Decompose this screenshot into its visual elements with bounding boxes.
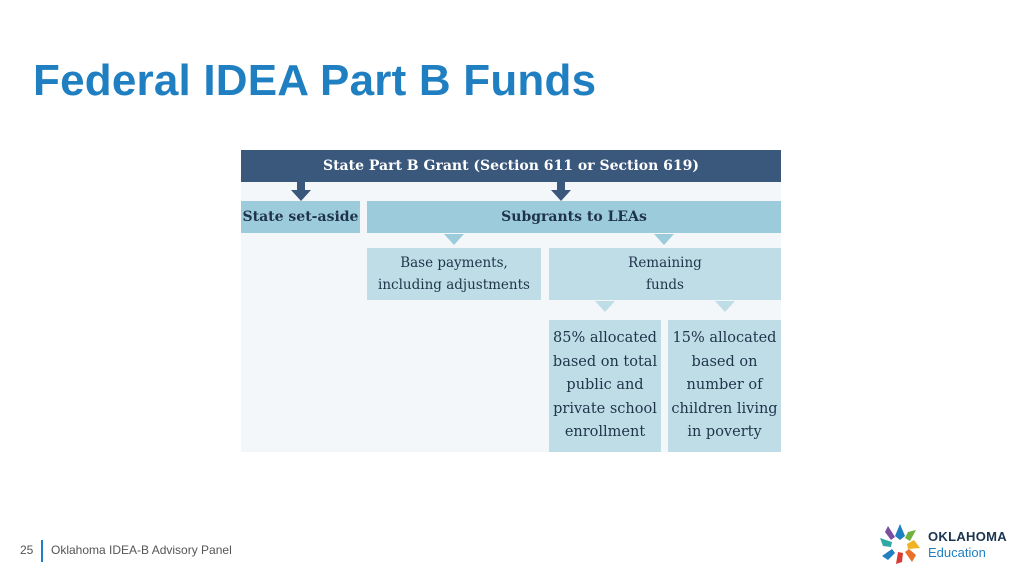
- base-payments-line-2: including adjustments: [378, 277, 530, 293]
- arrow-stem-subgrants: [557, 182, 565, 190]
- footer-label: Oklahoma IDEA-B Advisory Panel: [51, 543, 232, 557]
- enrollment-line-1: 85% allocated: [553, 330, 657, 347]
- enrollment-line-2: based on total: [552, 353, 658, 370]
- slide-title: Federal IDEA Part B Funds: [33, 56, 597, 105]
- star-burst-icon: [880, 524, 920, 564]
- arrow-to-remaining: [654, 234, 674, 245]
- enrollment-line-4: private school: [553, 400, 657, 417]
- poverty-line-5: in poverty: [687, 424, 762, 441]
- footer-divider: [41, 540, 43, 562]
- poverty-line-2: based on: [691, 353, 758, 370]
- subgrants-box: Subgrants to LEAs: [367, 201, 781, 233]
- enrollment-line-5: enrollment: [564, 424, 646, 441]
- remaining-funds-box: Remaining funds: [549, 248, 781, 300]
- arrow-to-poverty: [715, 301, 735, 312]
- remaining-line-1: Remaining: [628, 255, 702, 271]
- arrow-to-set-aside: [291, 190, 311, 201]
- base-payments-box: Base payments, including adjustments: [367, 248, 541, 300]
- remaining-line-2: funds: [646, 277, 684, 293]
- poverty-line-4: children living: [671, 400, 778, 417]
- logo-education-text: Education: [928, 545, 986, 560]
- arrow-to-subgrants: [551, 190, 571, 201]
- state-grant-box: State Part B Grant (Section 611 or Secti…: [241, 150, 781, 182]
- enrollment-line-3: public and: [566, 377, 644, 394]
- poverty-allocation-box: 15% allocated based on number of childre…: [668, 320, 781, 452]
- arrow-stem-set-aside: [297, 182, 305, 190]
- funding-flow-diagram: State Part B Grant (Section 611 or Secti…: [241, 150, 781, 452]
- base-payments-line-1: Base payments,: [400, 255, 508, 271]
- state-set-aside-box: State set-aside: [241, 201, 360, 233]
- logo-oklahoma-text: OKLAHOMA: [928, 529, 1007, 544]
- arrow-to-enrollment: [595, 301, 615, 312]
- enrollment-allocation-box: 85% allocated based on total public and …: [549, 320, 661, 452]
- oklahoma-education-logo: OKLAHOMA Education: [878, 522, 1008, 568]
- poverty-line-3: number of: [686, 377, 763, 394]
- arrow-to-base-payments: [444, 234, 464, 245]
- page-number: 25: [20, 543, 34, 557]
- poverty-line-1: 15% allocated: [672, 330, 777, 347]
